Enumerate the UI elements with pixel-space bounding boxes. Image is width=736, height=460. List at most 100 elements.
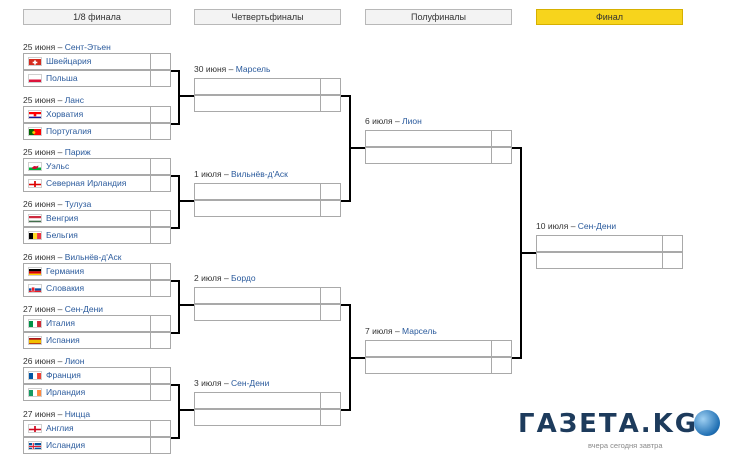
globe-icon	[694, 410, 720, 436]
team-name-link[interactable]: Италия	[46, 318, 75, 328]
match-city-link[interactable]: Вильнёв-д'Аск	[64, 252, 122, 262]
match-city-link[interactable]: Лион	[64, 356, 85, 366]
score-cell	[320, 184, 340, 199]
team-row: Испания	[23, 332, 171, 349]
team-name-link[interactable]: Хорватия	[46, 109, 84, 119]
date-separator: –	[568, 221, 578, 231]
bracket-connector	[520, 252, 536, 254]
bracket-connector	[178, 304, 194, 306]
empty-team-row	[365, 130, 512, 147]
team-name-link[interactable]: Бельгия	[46, 230, 78, 240]
team-name-link[interactable]: Швейцария	[46, 56, 92, 66]
r16-match-header: 25 июня – Сент-Этьен	[23, 42, 111, 53]
date-separator: –	[55, 199, 65, 209]
bracket-connector	[341, 409, 350, 411]
score-cell	[150, 333, 170, 348]
empty-team-row	[194, 95, 341, 112]
team-name-link[interactable]: Португалия	[46, 126, 92, 136]
team-row: Северная Ирландия	[23, 175, 171, 192]
match-date: 25 июня	[23, 147, 56, 157]
empty-team-row	[536, 235, 683, 252]
bracket-connector	[171, 280, 179, 282]
empty-team-row	[536, 252, 683, 269]
score-cell	[150, 159, 170, 174]
flag-is-icon	[28, 441, 42, 450]
team-name-link[interactable]: Испания	[46, 335, 80, 345]
match-city-link[interactable]: Сен-Дени	[577, 221, 617, 231]
match-city-link[interactable]: Вильнёв-д'Аск	[231, 169, 288, 179]
team-row: Франция	[23, 367, 171, 384]
bracket-connector	[178, 70, 180, 125]
team-name-link[interactable]: Германия	[46, 266, 85, 276]
team-row: Словакия	[23, 280, 171, 297]
date-separator: –	[55, 356, 65, 366]
match-city-link[interactable]: Бордо	[231, 273, 256, 283]
team-name-link[interactable]: Ирландия	[46, 387, 86, 397]
score-cell	[320, 201, 340, 216]
bracket-connector	[341, 304, 350, 306]
score-cell	[150, 211, 170, 226]
empty-team-row	[194, 183, 341, 200]
bracket-connector	[171, 384, 179, 386]
score-cell	[150, 385, 170, 400]
match-city-link[interactable]: Лион	[402, 116, 422, 126]
match-city-link[interactable]: Марсель	[402, 326, 437, 336]
bracket-connector	[171, 175, 179, 177]
score-cell	[662, 236, 682, 251]
score-cell	[491, 358, 511, 373]
bracket-connector	[512, 357, 521, 359]
team-name-link[interactable]: Франция	[46, 370, 81, 380]
match-city-link[interactable]: Сент-Этьен	[64, 42, 111, 52]
flag-it-icon	[28, 319, 42, 328]
date-separator: –	[55, 147, 65, 157]
bracket-connector	[171, 332, 179, 334]
match-city-link[interactable]: Париж	[64, 147, 91, 157]
team-row: Швейцария	[23, 53, 171, 70]
bracket-connector	[171, 227, 179, 229]
match-city-link[interactable]: Ницца	[64, 409, 91, 419]
flag-en-icon	[28, 424, 42, 433]
match-city-link[interactable]: Тулуза	[64, 199, 92, 209]
flag-nir-icon	[28, 179, 42, 188]
team-name-link[interactable]: Словакия	[46, 283, 85, 293]
bracket-connector	[171, 70, 179, 72]
date-separator: –	[221, 169, 232, 179]
match-city-link[interactable]: Марсель	[235, 64, 271, 74]
score-cell	[320, 410, 340, 425]
score-cell	[320, 305, 340, 320]
bracket-connector	[178, 280, 180, 334]
team-row: Ирландия	[23, 384, 171, 401]
team-row: Хорватия	[23, 106, 171, 123]
team-name-link[interactable]: Исландия	[46, 440, 86, 450]
bracket-connector	[178, 200, 194, 202]
match-city-link[interactable]: Сен-Дени	[64, 304, 104, 314]
bracket-connector	[171, 123, 179, 125]
score-cell	[150, 176, 170, 191]
team-name-link[interactable]: Северная Ирландия	[46, 178, 127, 188]
score-cell	[491, 341, 511, 356]
score-cell	[150, 228, 170, 243]
team-name-link[interactable]: Уэльс	[46, 161, 70, 171]
r16-match-header: 27 июня – Ницца	[23, 409, 90, 420]
match-date: 2 июля	[194, 273, 222, 283]
team-name-link[interactable]: Польша	[46, 73, 78, 83]
bracket-connector	[171, 437, 179, 439]
score-cell	[320, 393, 340, 408]
team-name-link[interactable]: Англия	[46, 423, 74, 433]
empty-team-row	[194, 304, 341, 321]
team-name-link[interactable]: Венгрия	[46, 213, 79, 223]
match-city-link[interactable]: Ланс	[64, 95, 84, 105]
score-cell	[491, 131, 511, 146]
flag-pl-icon	[28, 74, 42, 83]
score-cell	[150, 124, 170, 139]
score-cell	[662, 253, 682, 268]
match-city-link[interactable]: Сен-Дени	[231, 378, 270, 388]
match-date: 1 июля	[194, 169, 222, 179]
flag-wal-icon	[28, 162, 42, 171]
bracket-connector	[341, 200, 350, 202]
match-date: 26 июня	[23, 356, 56, 366]
bracket-connector	[178, 175, 180, 229]
match-date: 25 июня	[23, 42, 56, 52]
r16-match-header: 25 июня – Париж	[23, 147, 91, 158]
header-round-of-16: 1/8 финала	[23, 9, 171, 25]
